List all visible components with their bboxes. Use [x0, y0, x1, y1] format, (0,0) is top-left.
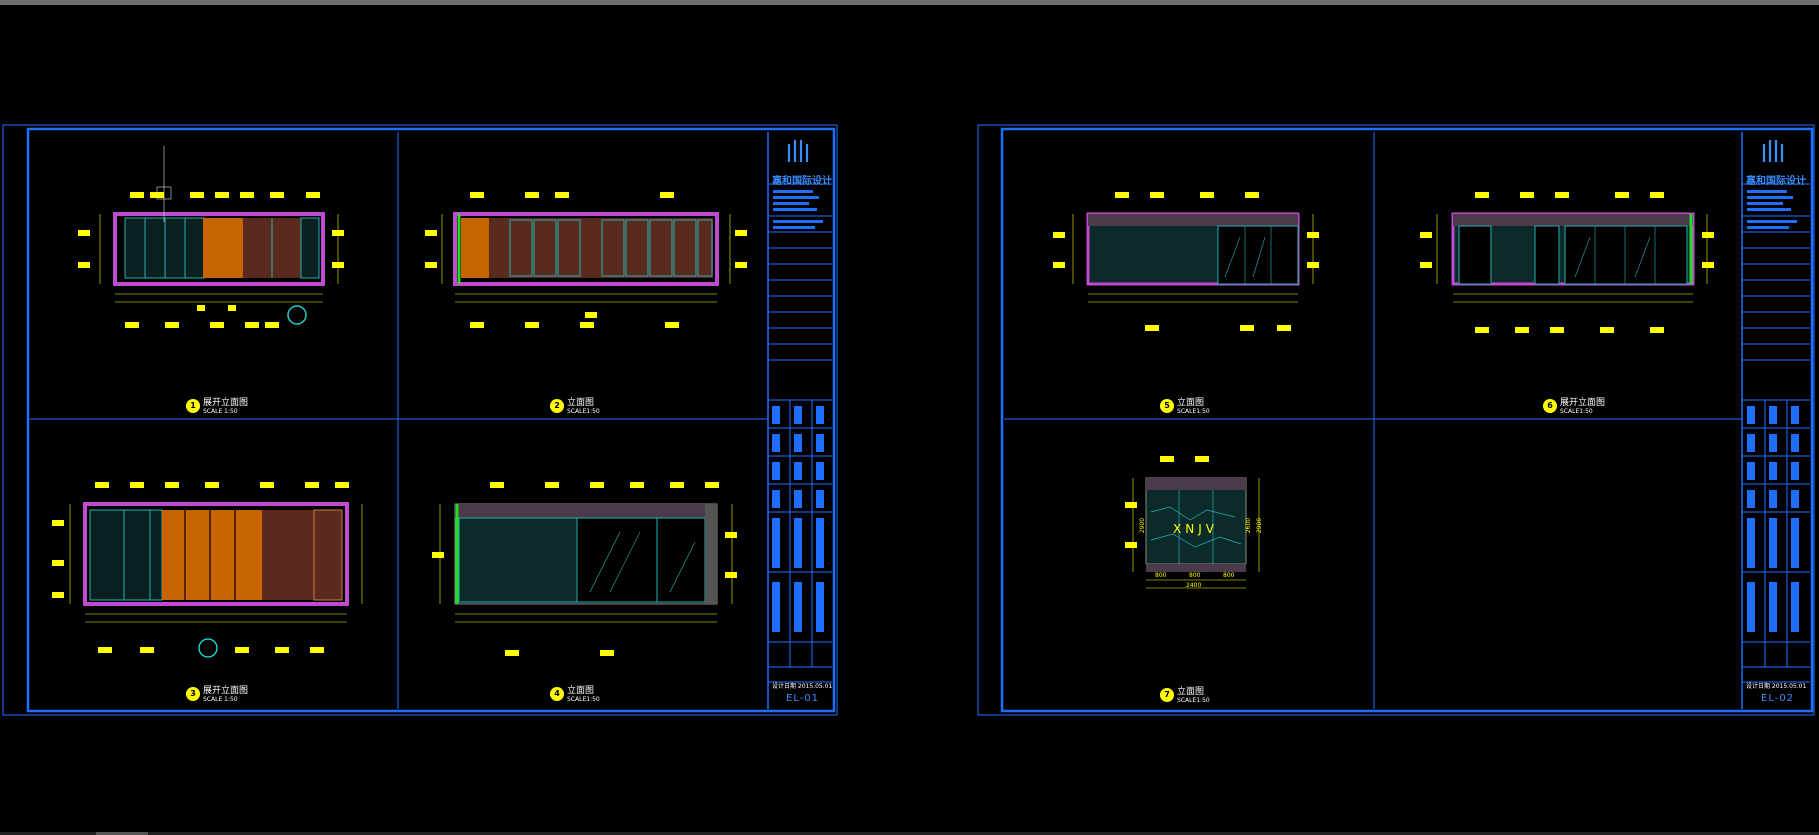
view-4-drawing — [432, 482, 737, 656]
view-2-drawing — [425, 192, 747, 328]
drawing-sheet-el-02[interactable]: 嘉和国际设计 设计日期 2015.05.01 EL-02 XNJV 800 80… — [975, 122, 1817, 718]
view-number-7: 7 — [1160, 688, 1174, 702]
app-title-bar — [0, 0, 1819, 5]
view-7-drawing — [1125, 456, 1260, 589]
dim-right-a: 2600 — [1245, 517, 1253, 534]
view-number-4: 4 — [550, 687, 564, 701]
date-note: 设计日期 2015.05.01 — [772, 683, 833, 690]
dim-bottom-1: 800 — [1155, 572, 1167, 579]
dim-left: 2900 — [1139, 517, 1147, 534]
dim-total: 2400 — [1186, 582, 1202, 589]
layout-tab[interactable] — [96, 832, 148, 835]
view-number-3: 3 — [186, 687, 200, 701]
view-5-drawing — [1053, 192, 1319, 331]
view-number-5: 5 — [1160, 399, 1174, 413]
view-1-drawing — [78, 146, 344, 328]
view-3-drawing — [52, 482, 363, 658]
room-mark: XNJV — [1173, 522, 1218, 536]
status-strip — [0, 832, 1819, 835]
view-number-1: 1 — [186, 399, 200, 413]
sheet-number: EL-01 — [786, 693, 820, 704]
company-name: 嘉和国际设计 — [772, 176, 832, 187]
date-note: 设计日期 2015.05.01 — [1746, 683, 1807, 690]
sheet-el-01-frame — [2, 124, 838, 716]
dim-bottom-2: 800 — [1189, 572, 1201, 579]
view-number-6: 6 — [1543, 399, 1557, 413]
view-number-2: 2 — [550, 399, 564, 413]
view-6-drawing — [1420, 192, 1714, 333]
sheet-el-02-frame — [977, 124, 1815, 716]
dim-right-b: 2900 — [1256, 517, 1264, 534]
sheet-number: EL-02 — [1761, 693, 1795, 704]
company-name: 嘉和国际设计 — [1746, 176, 1806, 187]
dim-bottom-3: 800 — [1223, 572, 1235, 579]
